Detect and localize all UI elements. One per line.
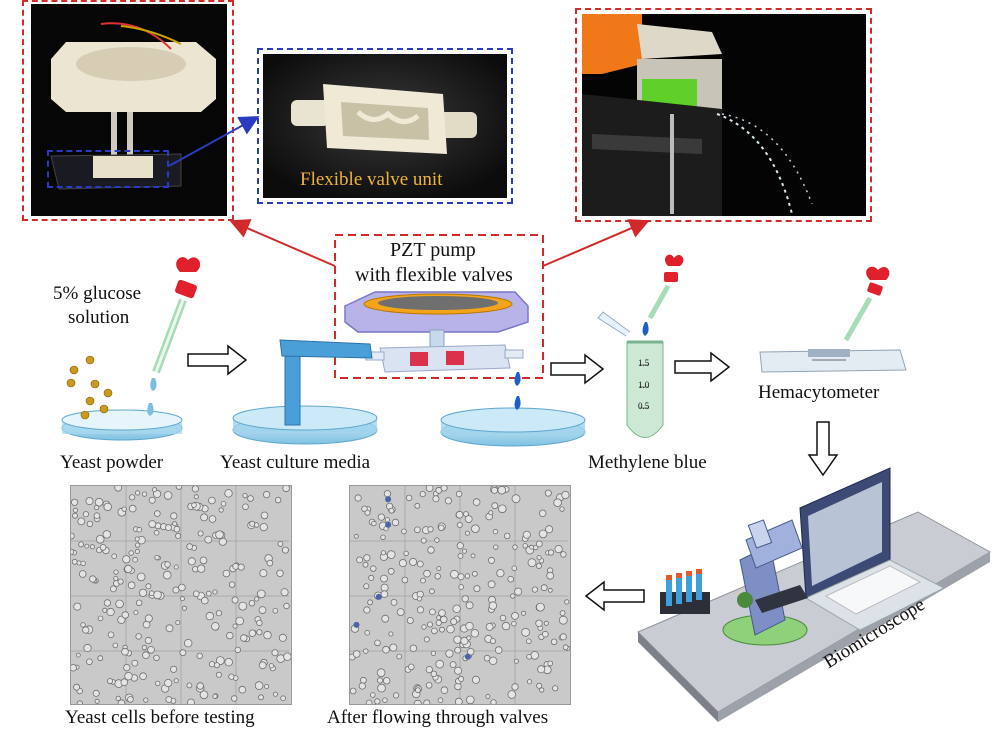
valve-photo: [263, 54, 507, 198]
after-valves-label: After flowing through valves: [327, 707, 549, 728]
methylene-blue-label: Methylene blue: [588, 452, 707, 473]
before-testing-label: Yeast cells before testing: [65, 707, 255, 728]
tube-tick-1: 1.5: [638, 358, 650, 368]
cells-after-image: [349, 485, 571, 705]
tube-tick-2: 1.0: [638, 380, 650, 390]
flexible-valve-unit-label: Flexible valve unit: [300, 169, 443, 190]
yeast-culture-label: Yeast culture media: [220, 452, 371, 473]
spray-photo-frame: [575, 8, 872, 222]
yeast-powder-label: Yeast powder: [60, 452, 164, 473]
pzt-pump-title: PZT pump: [390, 239, 476, 261]
pump-photo-frame: [22, 0, 234, 221]
cells-before-image: [70, 485, 292, 705]
hemacytometer-label: Hemacytometer: [758, 382, 880, 403]
tube-tick-3: 0.5: [638, 401, 650, 411]
spray-photo: [582, 14, 866, 216]
pump-valve-highlight: [47, 150, 169, 188]
glucose-label-line1: 5% glucose: [53, 283, 142, 304]
pzt-pump-subtitle: with flexible valves: [355, 264, 513, 286]
glucose-label-line2: solution: [68, 307, 130, 328]
pump-photo: [31, 4, 227, 216]
